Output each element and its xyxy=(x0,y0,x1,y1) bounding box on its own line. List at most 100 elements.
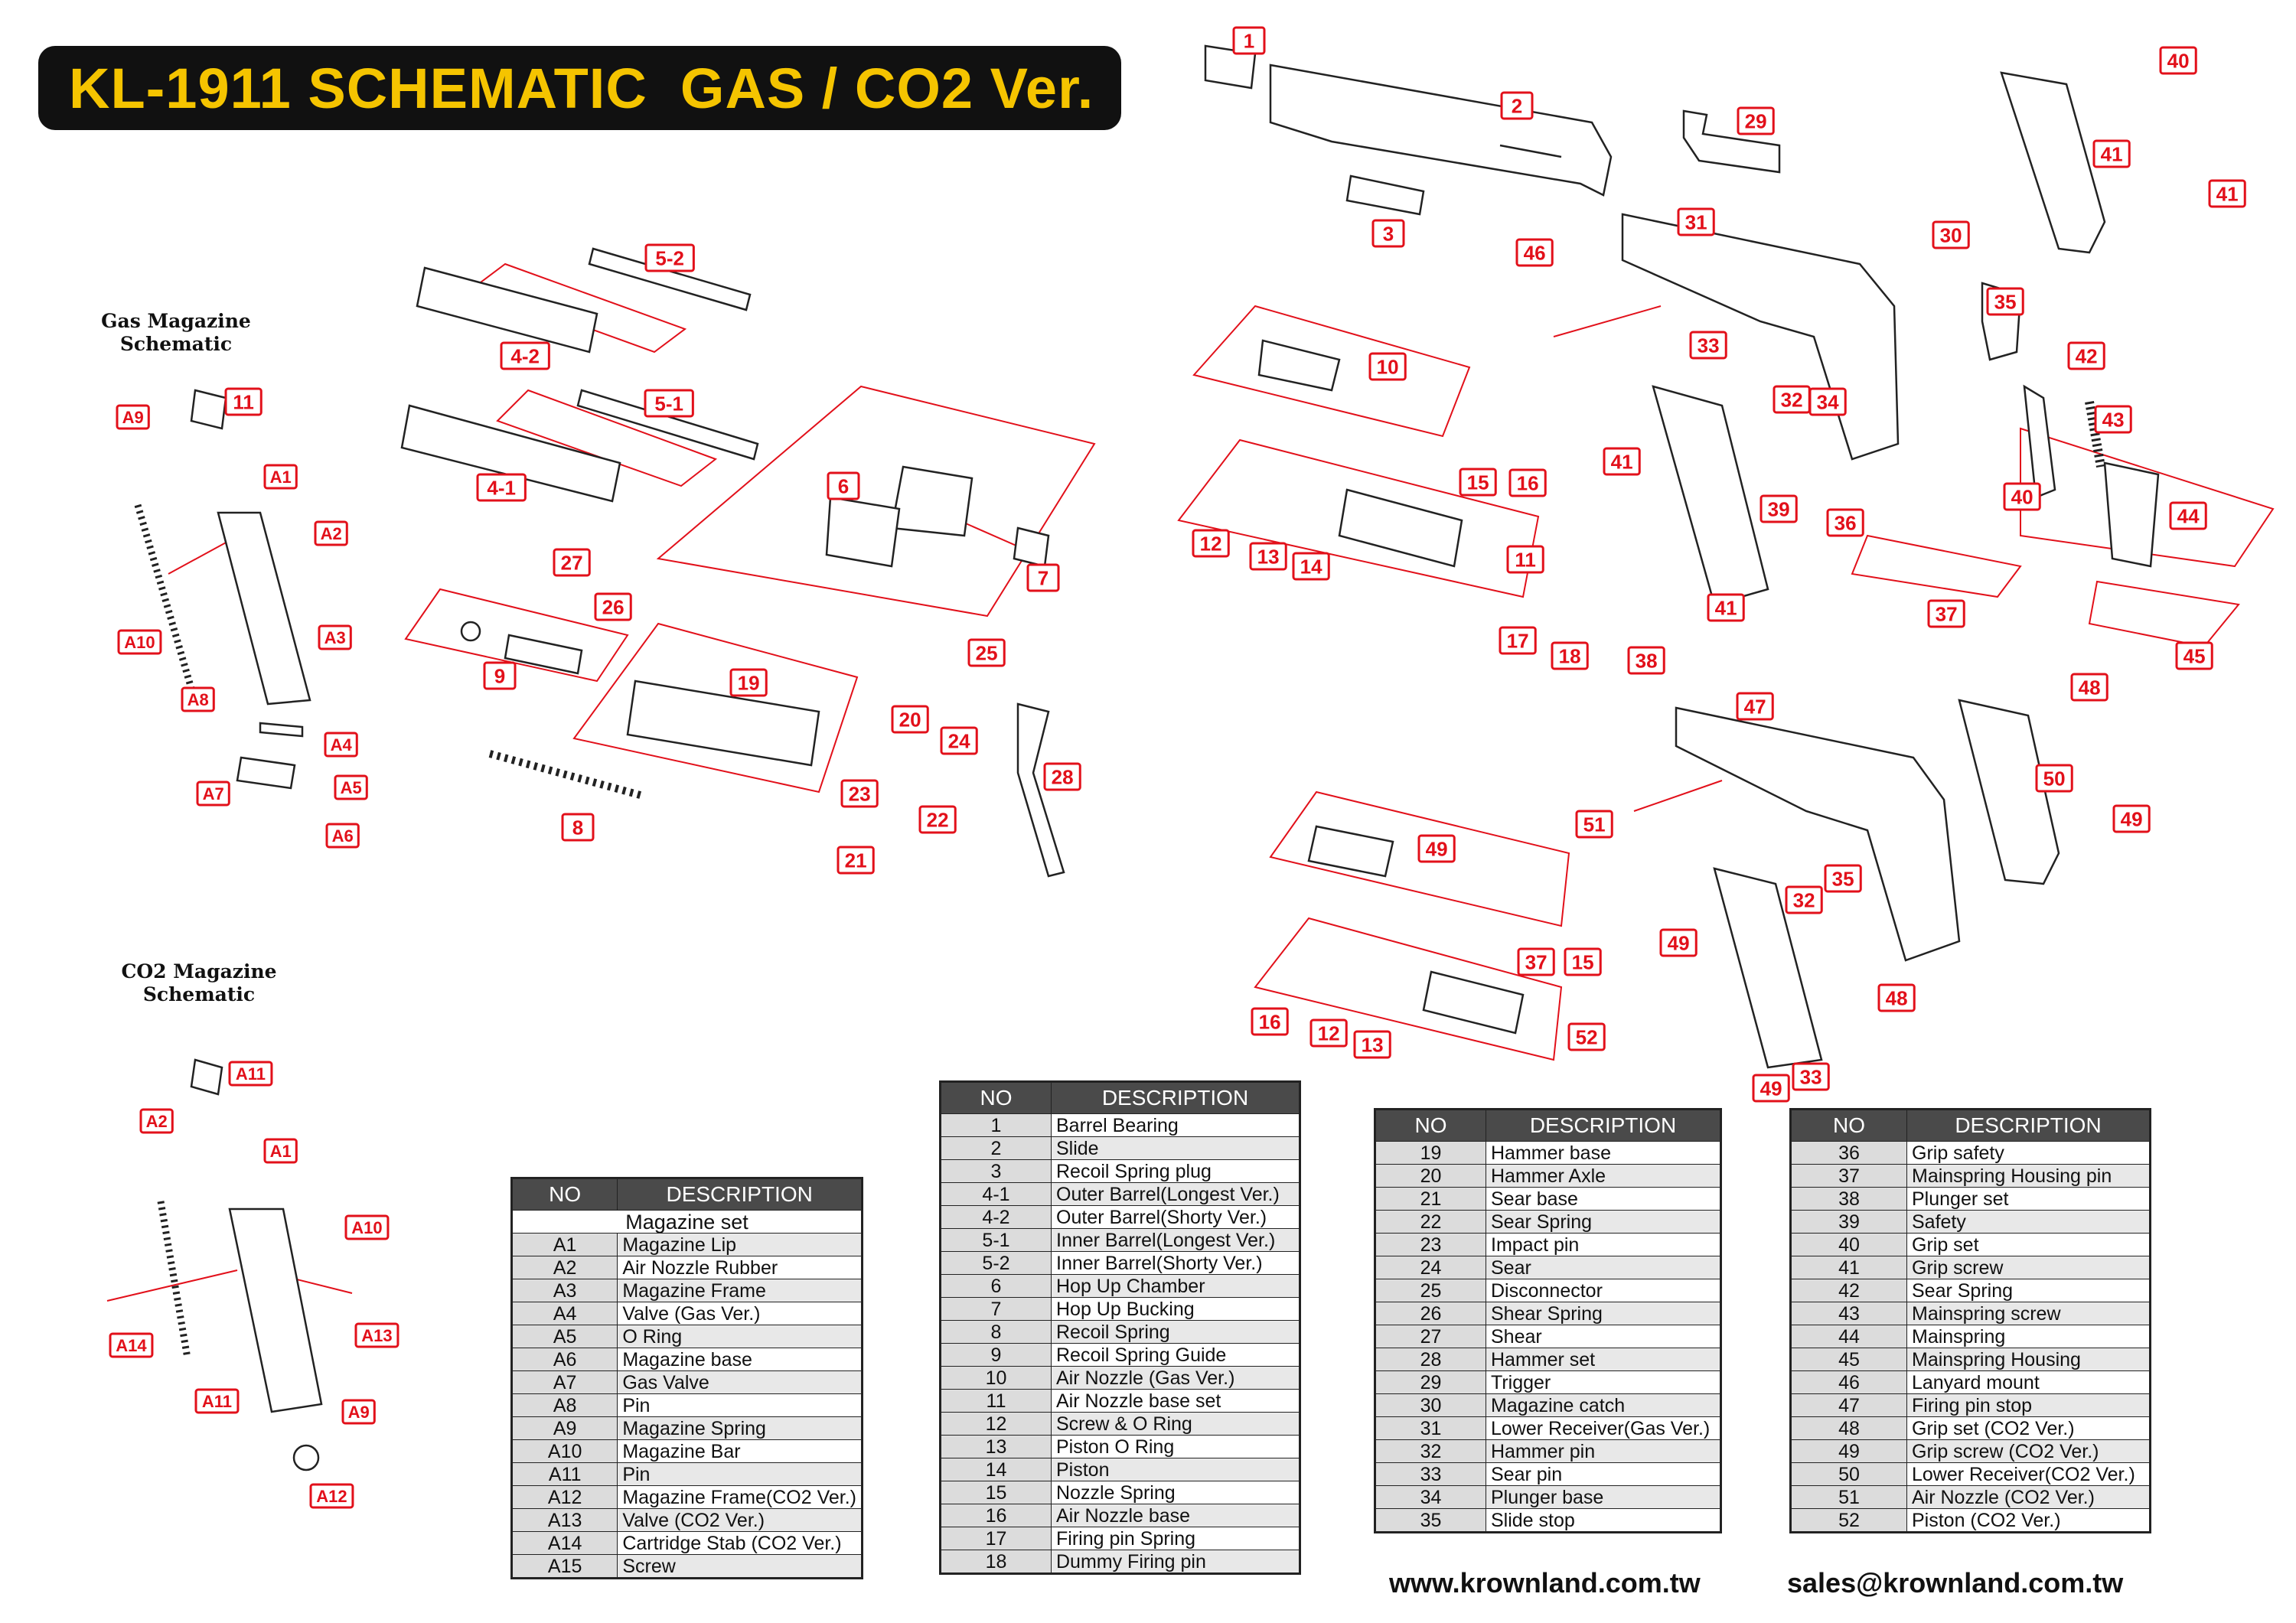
callout-tag-label: 52 xyxy=(1576,1025,1598,1048)
callout-tag-box xyxy=(483,661,517,690)
callout-tag-box xyxy=(139,1108,174,1134)
co2-magazine-heading-line1: CO2 Magazine xyxy=(121,960,277,983)
callout-tag: 46 xyxy=(1515,238,1554,267)
callout-tag-label: 16 xyxy=(1517,471,1539,494)
callout-tag-label: 29 xyxy=(1745,109,1767,132)
callout-tag-box xyxy=(476,473,527,502)
part-description-cell: Piston xyxy=(1051,1458,1300,1481)
callout-tag: 40 xyxy=(2003,482,2041,511)
part-number-cell: 21 xyxy=(1375,1187,1486,1211)
part-number-cell: 47 xyxy=(1790,1393,1907,1417)
column-description: DESCRIPTION xyxy=(1906,1109,2151,1142)
part-description-cell: Inner Barrel(Longest Ver.) xyxy=(1051,1228,1300,1252)
gas-magazine-heading-line2: Schematic xyxy=(119,333,233,355)
part-number-cell: 24 xyxy=(1375,1256,1486,1279)
part-description-cell: Sear base xyxy=(1486,1187,1721,1211)
part-number-cell: 14 xyxy=(940,1458,1052,1481)
part-number-cell: 20 xyxy=(1375,1164,1486,1188)
callout-tag-label: 49 xyxy=(1760,1077,1782,1100)
part-description-cell: Inner Barrel(Shorty Ver.) xyxy=(1051,1251,1300,1275)
callout-tag-label: 10 xyxy=(1377,355,1399,378)
callout-tag-label: 18 xyxy=(1559,644,1581,667)
callout-tag-label: A7 xyxy=(203,784,224,803)
co2-magazine-heading-line2: Schematic xyxy=(142,983,256,1005)
part-description-cell: Air Nozzle (Gas Ver.) xyxy=(1051,1366,1300,1390)
callout-tag: 19 xyxy=(729,668,768,697)
callout-tag-label: 2 xyxy=(1512,94,1522,117)
callout-tag-box xyxy=(837,846,875,875)
callout-tag-box xyxy=(1736,692,1774,721)
part-number-cell: 46 xyxy=(1790,1370,1907,1394)
part-number-cell: 4-2 xyxy=(940,1205,1052,1229)
callout-tag: 4-2 xyxy=(500,341,550,370)
part-description-cell: Trigger xyxy=(1486,1370,1721,1394)
part-description-cell: Grip screw (CO2 Ver.) xyxy=(1906,1439,2151,1463)
callout-tag-label: A8 xyxy=(188,690,209,709)
callout-tag: A13 xyxy=(354,1322,400,1348)
callout-tag-box xyxy=(1515,238,1554,267)
callout-tag-label: 44 xyxy=(2177,504,2200,527)
callout-tag-box xyxy=(1760,494,1798,523)
part-description-cell: Hop Up Chamber xyxy=(1051,1274,1300,1298)
callout-tag-label: 41 xyxy=(1715,596,1737,619)
part-description-cell: Magazine Bar xyxy=(617,1439,863,1463)
column-no: NO xyxy=(1790,1109,1907,1142)
callout-tag-box xyxy=(1567,1022,1606,1051)
part-number-cell: 19 xyxy=(1375,1141,1486,1165)
callout-tag-label: 13 xyxy=(1257,545,1280,568)
guide-slide-stop xyxy=(1553,305,1662,337)
callout-tag-label: 49 xyxy=(1426,837,1448,860)
callout-tag: 34 xyxy=(1808,387,1847,416)
part-number-cell: A8 xyxy=(510,1393,618,1417)
part-number-cell: 11 xyxy=(940,1389,1052,1413)
part-number-cell: 35 xyxy=(1375,1508,1486,1533)
guide-hopup-group xyxy=(656,385,1096,618)
part-outer-barrel-long xyxy=(400,404,621,503)
callout-tag-box xyxy=(1677,207,1715,236)
callout-tag: 26 xyxy=(594,592,632,621)
callout-tag-label: A2 xyxy=(146,1112,168,1131)
callout-tag: 33 xyxy=(1792,1062,1830,1091)
callout-tag-box xyxy=(1459,468,1497,497)
callout-tag-box xyxy=(1564,947,1602,976)
guide-slide-stop-co2 xyxy=(1633,780,1723,812)
callout-tag-box xyxy=(1752,1074,1790,1103)
email-link[interactable]: sales@krownland.com.tw xyxy=(1787,1567,2124,1599)
callout-tag-box xyxy=(117,629,162,655)
callout-tag-label: 49 xyxy=(2121,807,2143,830)
part-number-cell: A15 xyxy=(510,1554,618,1579)
part-number-cell: 12 xyxy=(940,1412,1052,1436)
gas-magazine-heading: Gas Magazine Schematic xyxy=(77,310,276,356)
part-outer-barrel-short xyxy=(416,266,598,354)
callout-tag-box xyxy=(1309,1018,1348,1048)
website-link[interactable]: www.krownland.com.tw xyxy=(1389,1567,1701,1599)
callout-tag-label: 47 xyxy=(1744,695,1766,718)
callout-tag-box xyxy=(2067,341,2105,370)
callout-tag-box xyxy=(1506,545,1544,574)
callout-tag-label: 35 xyxy=(1994,290,2017,313)
callout-tag: 49 xyxy=(2112,804,2151,833)
part-number-cell: 42 xyxy=(1790,1279,1907,1302)
callout-tag: 29 xyxy=(1737,106,1775,135)
callout-tag: 11 xyxy=(1506,545,1544,574)
part-description-cell: Magazine Frame xyxy=(617,1279,863,1302)
part-number-cell: 17 xyxy=(940,1527,1052,1550)
callout-tag: 40 xyxy=(2159,46,2197,75)
callout-tag-box xyxy=(1824,864,1862,893)
part-co2-magazine-spring xyxy=(157,1201,191,1359)
callout-tag-label: A2 xyxy=(321,524,342,543)
callout-tag: 13 xyxy=(1353,1030,1391,1059)
part-number-cell: 13 xyxy=(940,1435,1052,1458)
callout-tag: 47 xyxy=(1736,692,1774,721)
part-description-cell: Slide xyxy=(1051,1136,1300,1160)
